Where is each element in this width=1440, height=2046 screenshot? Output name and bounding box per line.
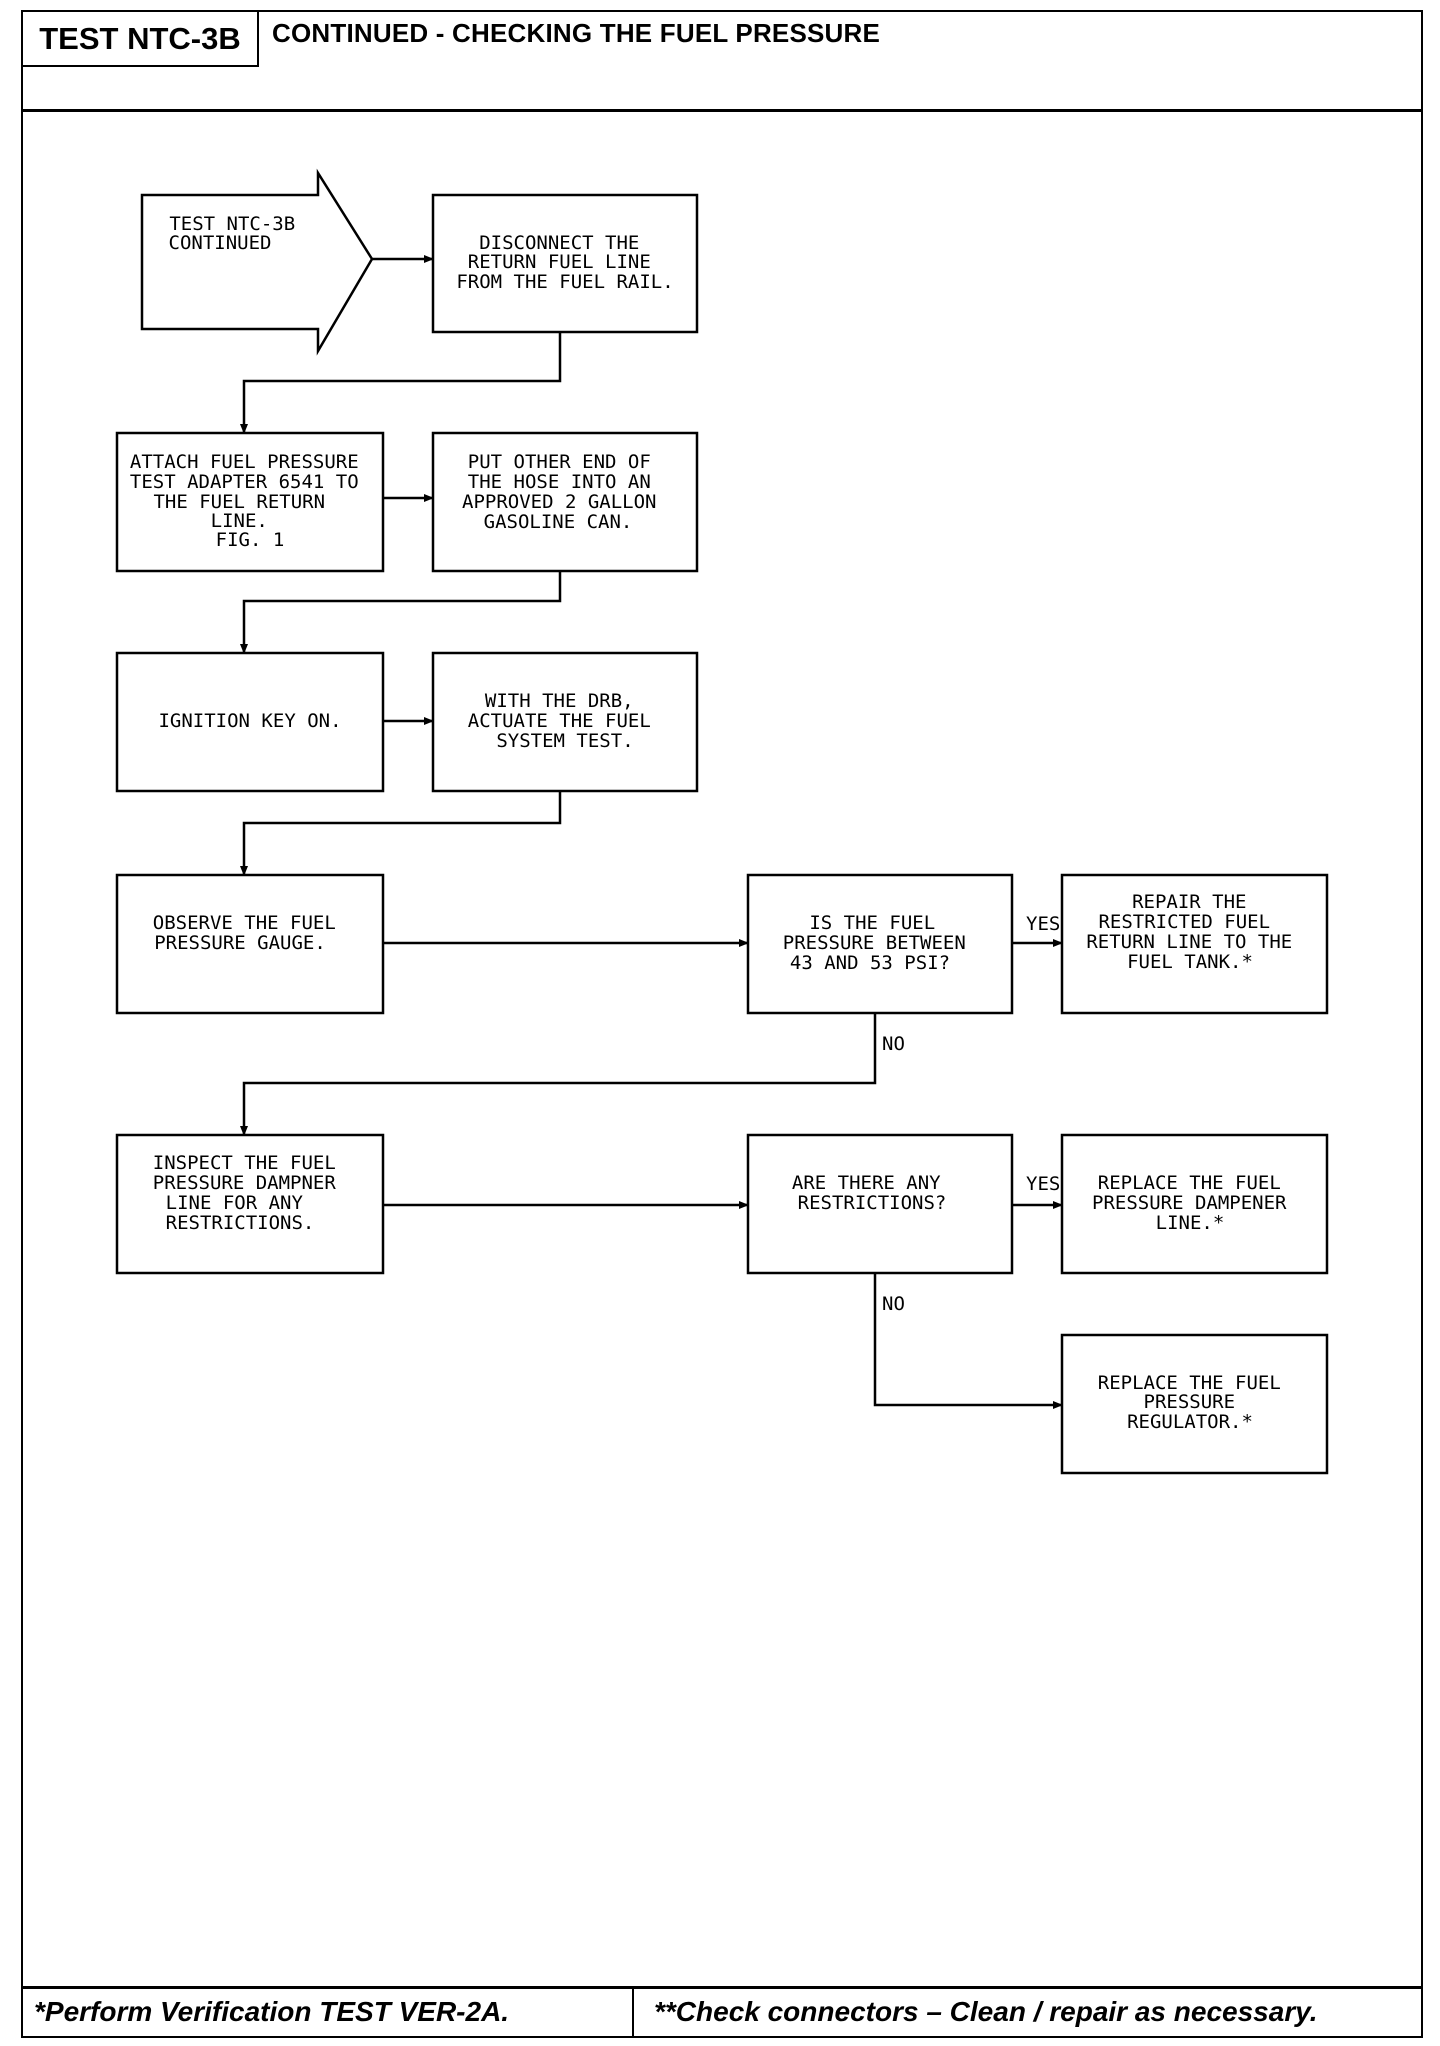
- start-line-2: CONTINUED: [169, 232, 272, 254]
- label-yes-restrictions: YES: [1026, 1173, 1060, 1195]
- q-pressure-line-1: IS THE FUEL: [809, 912, 935, 934]
- start-line-1: TEST NTC-3B: [169, 213, 295, 235]
- text-inspect: INSPECT THE FUEL PRESSURE DAMPNER LINE F…: [153, 1152, 347, 1234]
- label-yes-pressure: YES: [1026, 913, 1060, 935]
- attach-line-4: LINE.: [211, 510, 268, 532]
- repair-line-1: REPAIR THE: [1132, 891, 1246, 913]
- inspect-line-3: LINE FOR ANY: [166, 1192, 304, 1214]
- q-pressure-line-2: PRESSURE BETWEEN: [783, 932, 966, 954]
- text-repair-return: REPAIR THE RESTRICTED FUEL RETURN LINE T…: [1086, 891, 1303, 973]
- text-disconnect: DISCONNECT THE RETURN FUEL LINE FROM THE…: [456, 232, 673, 293]
- footer-note-connectors: **Check connectors – Clean / repair as n…: [654, 1996, 1318, 2027]
- text-observe: OBSERVE THE FUEL PRESSURE GAUGE.: [153, 912, 347, 954]
- connector-q-restrictions-no: [873, 1273, 1063, 1409]
- box-attach: [115, 431, 385, 573]
- connector-hose-to-ignition: [240, 571, 562, 654]
- drb-line-1: WITH THE DRB,: [485, 690, 634, 712]
- attach-line-2: TEST ADAPTER 6541 TO: [130, 471, 359, 493]
- disconnect-line-1: DISCONNECT THE: [479, 232, 639, 254]
- inspect-line-1: INSPECT THE FUEL: [153, 1152, 336, 1174]
- connector-drb-to-observe: [240, 791, 562, 876]
- attach-line-3: THE FUEL RETURN: [153, 491, 325, 513]
- footer-column-divider: [632, 1986, 634, 2038]
- q-restrictions-line-2: RESTRICTIONS?: [798, 1192, 947, 1214]
- connector-disconnect-to-attach: [240, 332, 562, 434]
- hose-line-4: GASOLINE CAN.: [484, 511, 633, 533]
- q-restrictions-line-1: ARE THERE ANY: [792, 1172, 941, 1194]
- test-id: TEST NTC-3B: [21, 10, 259, 67]
- drb-line-2: ACTUATE THE FUEL: [468, 710, 651, 732]
- text-q-pressure: IS THE FUEL PRESSURE BETWEEN 43 AND 53 P…: [783, 912, 977, 974]
- text-drb: WITH THE DRB, ACTUATE THE FUEL SYSTEM TE…: [468, 690, 662, 752]
- start-label: TEST NTC-3B CONTINUED: [169, 213, 307, 254]
- hose-line-1: PUT OTHER END OF: [468, 451, 651, 473]
- page-title: CONTINUED - CHECKING THE FUEL PRESSURE: [272, 18, 881, 48]
- ignition-line-1: IGNITION KEY ON.: [158, 710, 341, 732]
- repair-line-3: RETURN LINE TO THE: [1086, 931, 1292, 953]
- dampener-line-1: REPLACE THE FUEL: [1098, 1172, 1281, 1194]
- connector-q-pressure-no: [240, 1013, 877, 1136]
- text-attach: ATTACH FUEL PRESSURE TEST ADAPTER 6541 T…: [130, 451, 370, 551]
- text-replace-dampener: REPLACE THE FUEL PRESSURE DAMPENER LINE.…: [1092, 1172, 1298, 1234]
- hose-line-2: THE HOSE INTO AN: [468, 471, 651, 493]
- page-frame: [21, 10, 1423, 2038]
- q-pressure-line-3: 43 AND 53 PSI?: [790, 952, 950, 974]
- hose-line-3: APPROVED 2 GALLON: [462, 491, 656, 513]
- header-divider: [21, 109, 1423, 112]
- attach-line-1: ATTACH FUEL PRESSURE: [130, 451, 359, 473]
- label-no-restrictions: NO: [882, 1293, 905, 1315]
- regulator-line-2: PRESSURE: [1144, 1391, 1236, 1413]
- inspect-line-4: RESTRICTIONS.: [166, 1212, 315, 1234]
- inspect-line-2: PRESSURE DAMPNER: [153, 1172, 337, 1194]
- text-ignition: IGNITION KEY ON.: [158, 710, 341, 732]
- text-replace-regulator: REPLACE THE FUEL PRESSURE REGULATOR.*: [1098, 1372, 1292, 1433]
- footer-divider: [21, 1986, 1423, 1989]
- observe-line-1: OBSERVE THE FUEL: [153, 912, 336, 934]
- text-q-restrictions: ARE THERE ANY RESTRICTIONS?: [792, 1172, 952, 1214]
- label-no-pressure: NO: [882, 1033, 905, 1055]
- footer-note-verification: *Perform Verification TEST VER-2A.: [34, 1996, 510, 2027]
- text-hose: PUT OTHER END OF THE HOSE INTO AN APPROV…: [462, 451, 668, 533]
- regulator-line-1: REPLACE THE FUEL: [1098, 1372, 1281, 1394]
- regulator-line-3: REGULATOR.*: [1127, 1411, 1253, 1433]
- box-hose: [431, 431, 699, 573]
- start-arrow-shape: [140, 168, 374, 356]
- repair-line-4: FUEL TANK.*: [1127, 951, 1253, 973]
- observe-line-2: PRESSURE GAUGE.: [154, 932, 326, 954]
- disconnect-line-3: FROM THE FUEL RAIL.: [456, 271, 673, 293]
- dampener-line-3: LINE.*: [1156, 1212, 1225, 1234]
- box-disconnect: [431, 193, 699, 334]
- repair-line-2: RESTRICTED FUEL: [1098, 911, 1270, 933]
- drb-line-3: SYSTEM TEST.: [496, 730, 633, 752]
- disconnect-line-2: RETURN FUEL LINE: [468, 251, 651, 273]
- dampener-line-2: PRESSURE DAMPENER: [1092, 1192, 1287, 1214]
- attach-line-5: FIG. 1: [216, 529, 285, 551]
